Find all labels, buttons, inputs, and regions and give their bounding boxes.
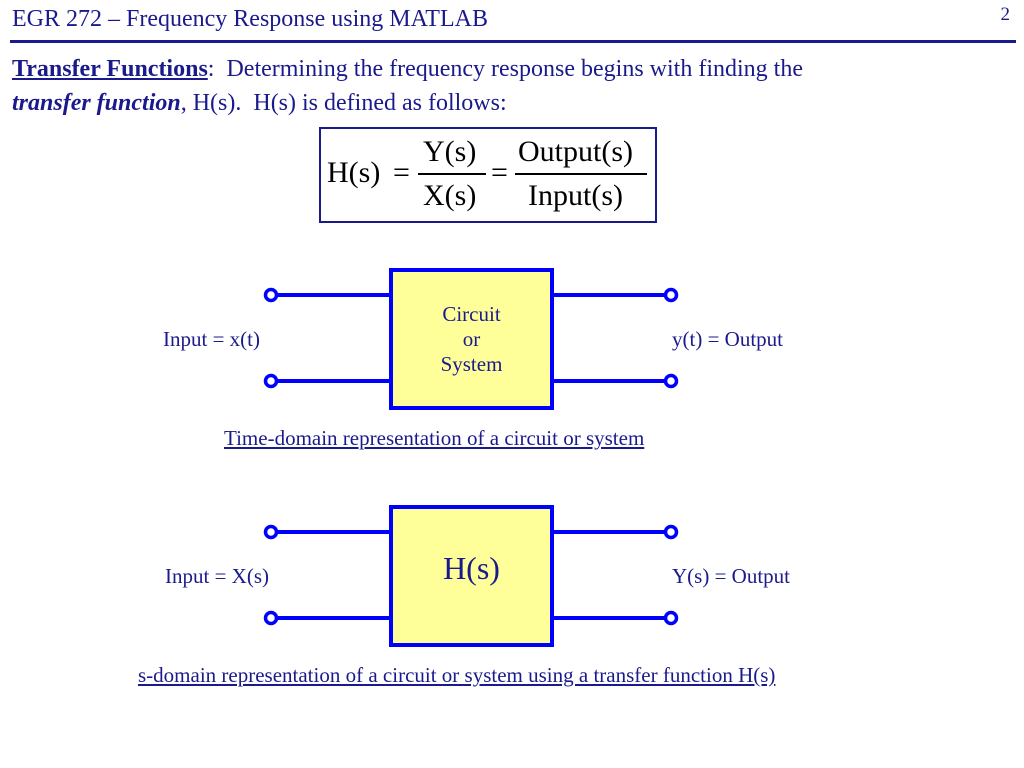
equation-equals-1: = [393,156,410,189]
s-domain-diagram [263,505,679,647]
intro-heading: Transfer Functions [12,56,208,82]
s-output-terminal-top [663,524,679,540]
transfer-function-block [389,505,554,647]
s-input-terminal-bottom [263,610,279,626]
intro-paragraph: Transfer Functions: Determining the freq… [12,52,1012,120]
transfer-function-label: H(s) [443,550,500,586]
time-domain-diagram [263,268,679,410]
intro-term: transfer function [12,90,181,116]
circuit-block [389,268,554,410]
equation-numerator-2: Output(s) [518,135,633,168]
equation-numerator-1: Y(s) [423,135,477,168]
slide-title: EGR 272 – Frequency Response using MATLA… [12,6,488,32]
circuit-block-label: Circuit or System [391,302,552,377]
equation-denominator-1: X(s) [423,179,477,212]
page-number: 2 [1000,4,1011,25]
input-terminal-bottom [263,373,279,389]
fraction-bar-1 [418,173,486,175]
circuit-label-line-2: or [462,327,481,351]
s-domain-caption: s-domain representation of a circuit or … [138,663,776,687]
s-output-terminal-bottom [663,610,679,626]
output-terminal-bottom [663,373,679,389]
fraction-bar-2 [515,173,647,175]
output-terminal-top [663,287,679,303]
s-output-label: Y(s) = Output [672,564,791,588]
intro-text-1: Determining the frequency response begin… [214,56,803,82]
equation-equals-2: = [491,156,508,189]
intro-colon: : [207,56,215,82]
equation-lhs: H(s) [327,156,381,189]
input-terminal-top [263,287,279,303]
intro-text-2: , H(s). H(s) is defined as follows: [180,90,507,116]
time-output-label: y(t) = Output [672,327,783,351]
header-divider [10,40,1016,43]
equation-denominator-2: Input(s) [528,179,623,212]
s-input-label: Input = X(s) [165,564,269,588]
time-domain-caption: Time-domain representation of a circuit … [224,426,645,450]
circuit-label-line-3: System [440,352,503,376]
circuit-label-line-1: Circuit [442,302,501,326]
equation-box: H(s) = Y(s) X(s) = Output(s) Input(s) [319,127,657,223]
s-input-terminal-top [263,524,279,540]
time-input-label: Input = x(t) [163,327,260,351]
